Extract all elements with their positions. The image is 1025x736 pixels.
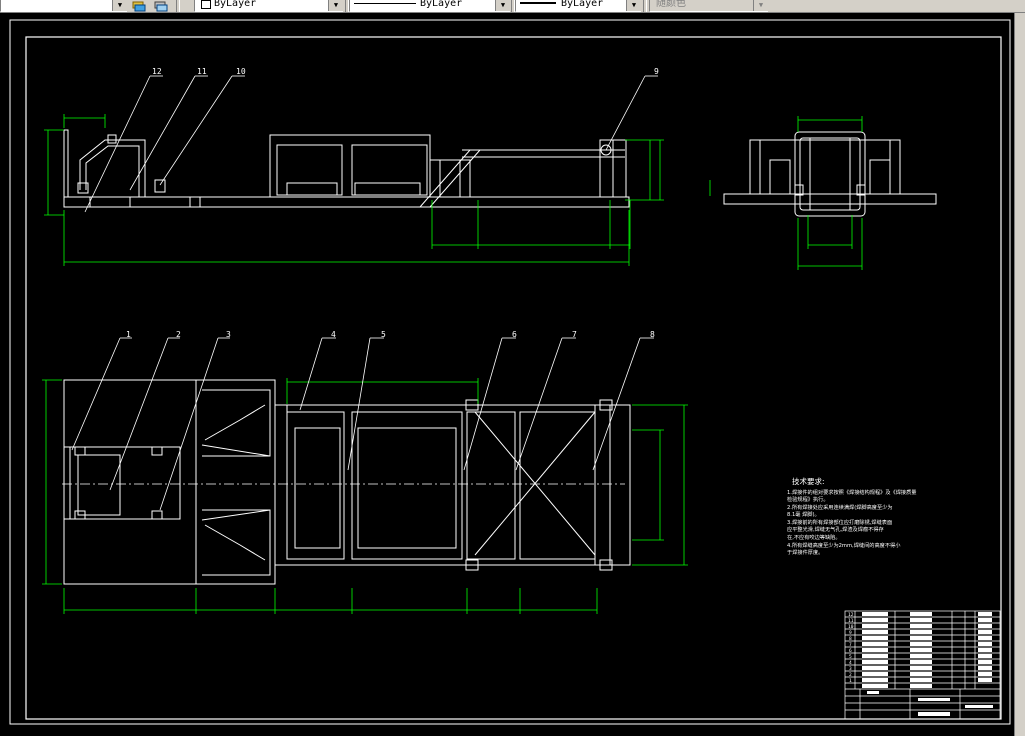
bom-index: 10	[848, 624, 854, 630]
bom-index: 3	[849, 666, 852, 672]
requirement-line: 于焊接件厚度。	[787, 548, 823, 556]
lineweight-combo[interactable]: ByLayer ▼	[515, 0, 641, 12]
bom-index: 2	[849, 672, 852, 678]
layer-states-icon[interactable]	[152, 0, 170, 12]
side-view-leaders	[84, 75, 658, 213]
side-view-dimensions	[44, 114, 664, 266]
balloon-label: 1	[126, 330, 131, 339]
dropdown-arrow-icon[interactable]: ▼	[112, 0, 127, 11]
balloon-label: 6	[512, 330, 517, 339]
requirement-line: 3.焊接前的所有焊接部位应打磨除锈,焊缝表面	[787, 518, 892, 526]
requirement-line: 1.焊接件的组对要求按照《焊接结构规程》及《焊接质量	[787, 488, 916, 496]
bom-index: 8	[849, 636, 852, 642]
toolbar-separator	[511, 0, 515, 12]
requirements-title: 技术要求:	[792, 476, 825, 486]
side-view	[63, 129, 630, 208]
balloon-label: 5	[381, 330, 386, 339]
technical-requirements: 技术要求: 1.焊接件的组对要求按照《焊接结构规程》及《焊接质量 检验规程》执行…	[787, 476, 916, 556]
toolbar-separator	[345, 0, 349, 12]
bom-index: 4	[849, 660, 852, 666]
balloon-label: 9	[654, 67, 659, 76]
layer-manager-icon[interactable]	[130, 0, 148, 12]
top-view-dimensions	[42, 378, 688, 614]
color-combo[interactable]: ByLayer ▼	[194, 0, 343, 12]
balloon-label: 10	[236, 67, 246, 76]
requirement-line: 8.1毫 焊脚)。	[787, 510, 820, 518]
dropdown-arrow-icon[interactable]: ▼	[495, 0, 510, 11]
lineweight-value: ByLayer	[561, 0, 604, 9]
top-view-leaders	[71, 337, 654, 511]
requirement-line: 4.所有焊缝高度至少为2mm,焊缝间的高度不得小	[787, 541, 901, 549]
dropdown-arrow-icon[interactable]: ▼	[328, 0, 343, 11]
balloon-label: 7	[572, 330, 577, 339]
bom-index: 11	[848, 618, 854, 624]
balloon-label: 8	[650, 330, 655, 339]
bom-index: 1	[849, 678, 852, 684]
bom-cell-marks	[862, 612, 993, 716]
drawing-canvas[interactable]: 12 11 10 9	[0, 13, 1015, 736]
bom-index: 5	[849, 654, 852, 660]
requirement-line: 2.所有焊接处应采用连续满焊(焊脚高度至少为	[787, 503, 893, 511]
dropdown-arrow-icon: ▼	[753, 0, 768, 11]
requirement-line: 应平整光滑,焊缝无气孔,焊渣及焊瘤不得存	[787, 525, 884, 533]
balloon-label: 4	[331, 330, 336, 339]
linetype-combo[interactable]: ByLayer ▼	[349, 0, 510, 12]
layer-combo[interactable]: ▼	[0, 0, 127, 12]
bom-index: 7	[849, 642, 852, 648]
color-swatch	[201, 0, 211, 9]
lineweight-preview	[520, 2, 556, 4]
plotstyle-value: 随颜色	[656, 0, 686, 9]
balloon-label: 11	[197, 67, 207, 76]
balloon-label: 2	[176, 330, 181, 339]
balloon-label: 12	[152, 67, 162, 76]
linetype-preview	[354, 3, 416, 4]
bill-of-materials	[844, 610, 1001, 720]
requirement-line: 在,不应有咬边等缺陷。	[787, 533, 841, 541]
vertical-scrollbar[interactable]	[1014, 13, 1025, 736]
balloon-label: 3	[226, 330, 231, 339]
sheet-inner-border	[25, 36, 1002, 720]
linetype-value: ByLayer	[420, 0, 463, 9]
bom-index: 12	[848, 612, 854, 618]
plotstyle-combo: 随颜色 ▼	[649, 0, 768, 12]
end-view	[723, 131, 937, 217]
top-view	[63, 379, 631, 585]
properties-toolbar: ▼ ByLayer ▼ ByLayer ▼ ByLayer ▼ 随颜色 ▼	[0, 0, 1025, 13]
color-value: ByLayer	[214, 0, 257, 9]
requirement-line: 检验规程》执行。	[787, 495, 829, 503]
end-view-dimensions	[709, 116, 863, 270]
dropdown-arrow-icon[interactable]: ▼	[626, 0, 641, 11]
bom-index: 6	[849, 648, 852, 654]
sheet-outer-border	[9, 19, 1011, 725]
bom-index: 9	[849, 630, 852, 636]
toolbar-separator	[176, 0, 180, 12]
toolbar-separator	[643, 0, 647, 12]
